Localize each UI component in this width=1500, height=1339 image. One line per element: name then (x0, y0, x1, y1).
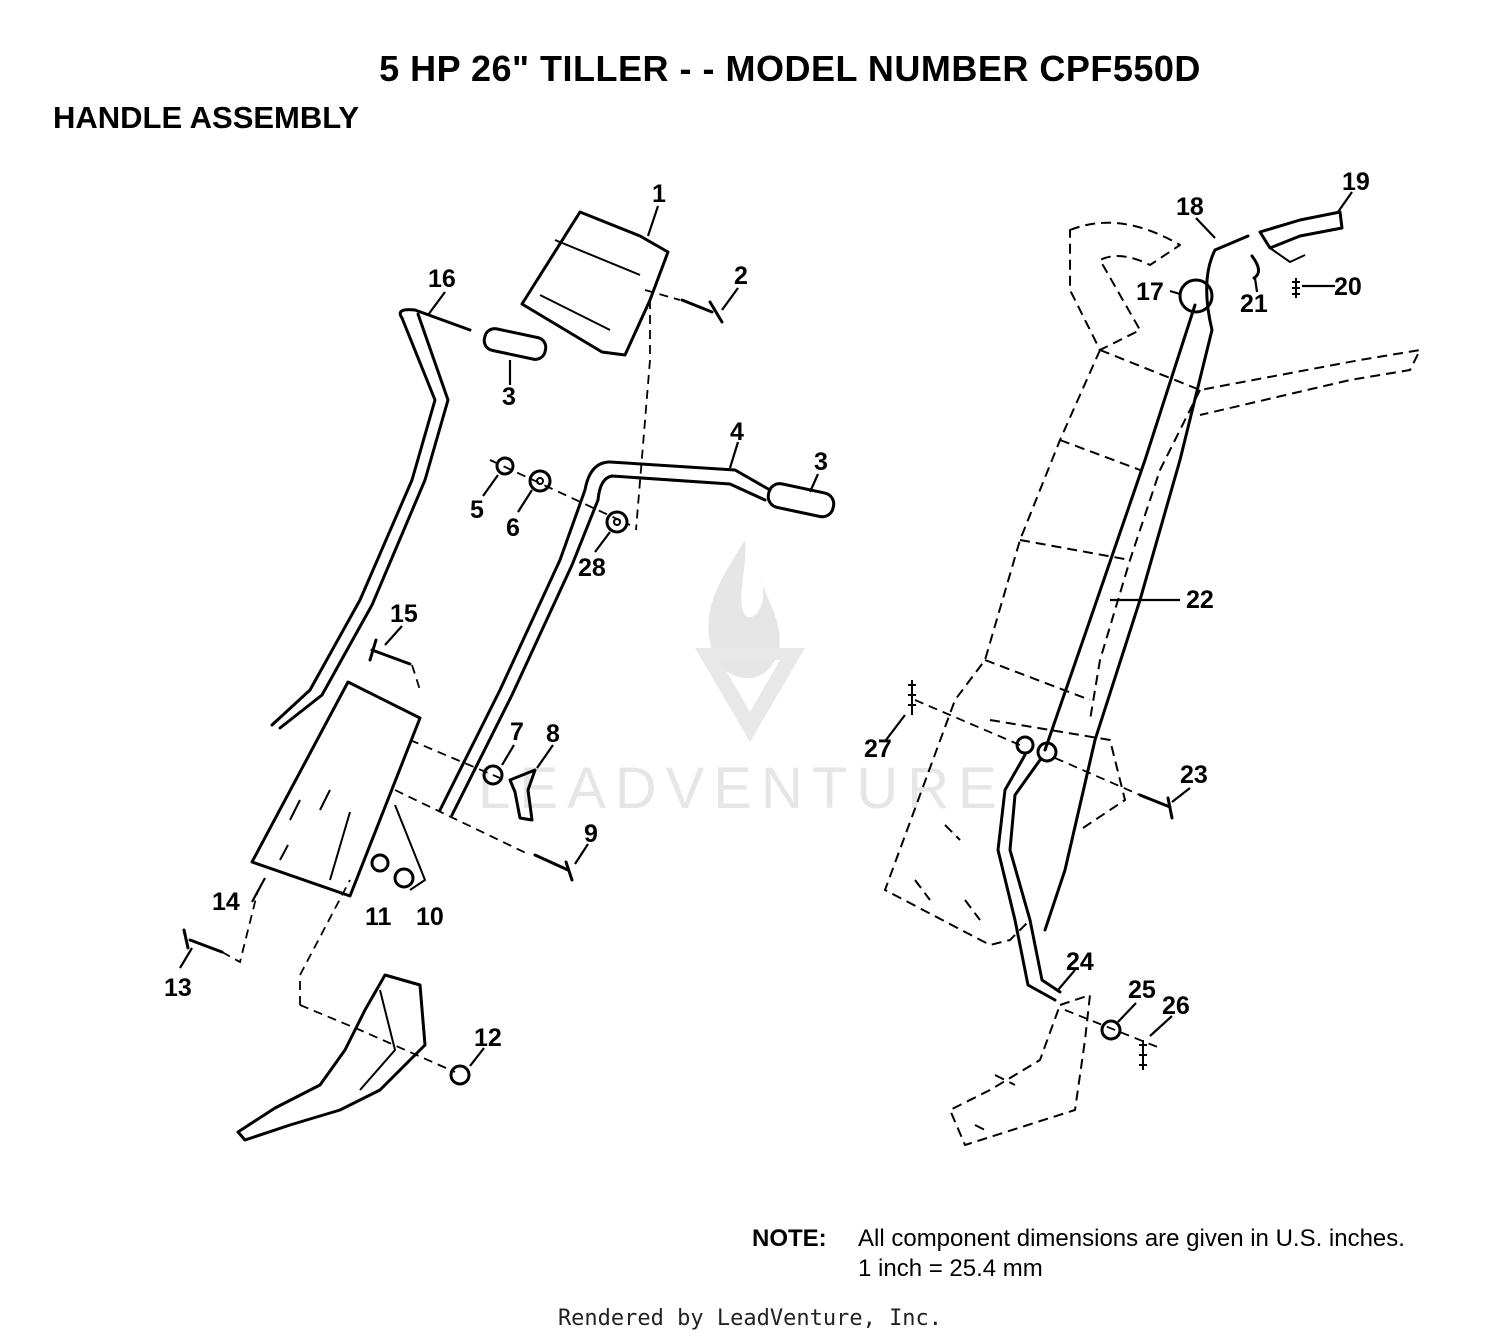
part-5-nut (495, 456, 515, 476)
callout-3-lower: 3 (814, 448, 828, 476)
callout-labels: 1 2 3 16 4 3 5 6 28 15 7 8 9 14 11 10 13… (164, 168, 1370, 1052)
part-23-bolt (1138, 793, 1174, 820)
callout-24: 24 (1066, 948, 1094, 976)
callout-11: 11 (365, 903, 392, 931)
part-1-cover (520, 210, 670, 531)
part-21-clip (1250, 254, 1260, 280)
part-19-lever (1258, 210, 1344, 264)
callout-17: 17 (1136, 278, 1164, 306)
part-15-bolt (368, 638, 421, 691)
callout-13: 13 (164, 974, 192, 1002)
part-3-grip-lower (766, 482, 836, 519)
note-line-1: All component dimensions are given in U.… (858, 1225, 1405, 1252)
part-25-washer (1100, 1019, 1122, 1041)
callout-21: 21 (1240, 290, 1268, 318)
pivot-washers (1015, 735, 1141, 796)
callout-1: 1 (652, 180, 666, 208)
callout-6: 6 (506, 514, 520, 542)
callout-15: 15 (390, 600, 418, 628)
part-4-handle (438, 460, 772, 817)
part-2-screw (644, 289, 724, 324)
tiller-frame-bracket (236, 879, 456, 1142)
handle-frame-ghost (884, 221, 1421, 946)
callout-16: 16 (428, 265, 456, 293)
callout-27: 27 (864, 735, 892, 763)
callout-14: 14 (212, 888, 240, 916)
part-8-knob (508, 768, 537, 822)
callout-9: 9 (584, 820, 598, 848)
part-28-washer (605, 510, 629, 534)
part-6-washer (528, 469, 552, 493)
part-26-pin (1064, 1009, 1161, 1070)
part-11-nut (370, 853, 390, 873)
callout-23: 23 (1180, 761, 1208, 789)
note-line-2: 1 inch = 25.4 mm (858, 1255, 1043, 1282)
part-27-pin (908, 680, 1021, 746)
part-9-bolt (394, 789, 574, 882)
callout-4: 4 (730, 418, 744, 446)
flame-logo-icon (708, 540, 780, 679)
callout-22: 22 (1186, 586, 1214, 614)
callout-5: 5 (470, 496, 484, 524)
diagram-title: 5 HP 26" TILLER - - MODEL NUMBER CPF550D (379, 48, 1201, 89)
part-24-lever-arm (996, 753, 1062, 1002)
part-17-knob (1178, 278, 1214, 314)
callout-12: 12 (474, 1024, 502, 1052)
part-3-grip-upper (482, 327, 548, 361)
part-18-cable-end (1213, 234, 1250, 252)
watermark-text: LEADVENTURE (478, 756, 1006, 821)
part-14-bracket (250, 680, 422, 898)
section-title: HANDLE ASSEMBLY (53, 100, 360, 135)
part-10-washer (393, 867, 415, 889)
note-label: NOTE: (752, 1225, 827, 1252)
leader-lines (179, 191, 1353, 1067)
callout-20: 20 (1334, 273, 1362, 301)
part-16-handle (270, 308, 472, 730)
lower-bracket-ghost (949, 994, 1091, 1146)
callout-7: 7 (510, 718, 524, 746)
part-7-washer (482, 764, 504, 786)
footer-credit: Rendered by LeadVenture, Inc. (557, 1306, 943, 1331)
callout-26: 26 (1162, 992, 1190, 1020)
callout-8: 8 (546, 720, 560, 748)
callout-19: 19 (1342, 168, 1370, 196)
v-logo-icon (695, 648, 805, 742)
callout-18: 18 (1176, 193, 1204, 221)
callout-10: 10 (416, 903, 444, 931)
part-13-bolt (182, 889, 259, 964)
dimension-note: NOTE: All component dimensions are given … (752, 1224, 1405, 1284)
callout-3-upper: 3 (502, 383, 516, 411)
callout-25: 25 (1128, 976, 1156, 1004)
callout-2: 2 (734, 262, 748, 290)
part-12-nut (449, 1064, 471, 1086)
part-20-spring (1292, 278, 1300, 298)
callout-28: 28 (578, 554, 606, 582)
